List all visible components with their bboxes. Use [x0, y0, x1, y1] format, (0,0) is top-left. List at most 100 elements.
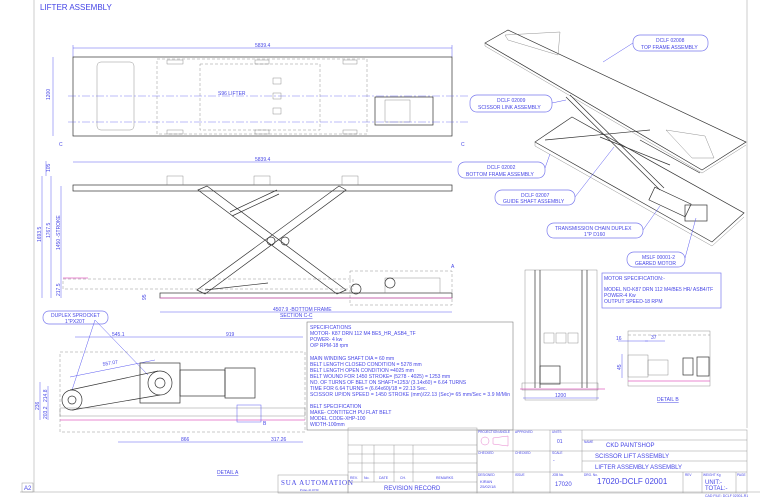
- drawing-number: 17020-DCLF 02001: [597, 477, 668, 486]
- iso-bottom-frame: [534, 116, 745, 243]
- dim-545: 545.1: [112, 332, 125, 338]
- dim-214: 214.8: [43, 389, 49, 402]
- label-text: NO. OF TURNS OF BELT ON SHAFT=1253/ (3.1…: [310, 380, 467, 386]
- label-text: WIDTH-100mm: [310, 422, 345, 428]
- label-text: DCLF 02009: [497, 98, 526, 104]
- dim-105: 105: [46, 163, 52, 172]
- detail-a-boundary: [349, 270, 453, 306]
- callout-transmission-chain: [546, 222, 644, 239]
- label-text: CH.: [400, 476, 406, 480]
- detail-b: 16 37 45 DETAIL B: [616, 330, 711, 403]
- label-text: ISSUE: [515, 473, 525, 477]
- dim-203: 203.2: [43, 406, 49, 419]
- top-frame-outline: [72, 56, 453, 137]
- label-text: BELT LENGTH CLOSED CONDITION = 5278 mm: [310, 362, 422, 368]
- label-text: CHECKED: [478, 451, 494, 455]
- label-text: BOTTOM FRAME ASSEMBLY: [466, 172, 535, 178]
- motor-top: [374, 96, 434, 126]
- label-text: GEARED MOTOR: [635, 261, 676, 267]
- callout-guide-shaft: [494, 189, 576, 206]
- drawing-title-1: SCISSOR LIFT ASSEMBLY: [595, 454, 669, 460]
- label-text: MAKE- CONTITECH PU FLAT BELT: [310, 410, 391, 416]
- top-width-dim: 1200: [46, 89, 52, 100]
- dim-919: 919: [226, 332, 235, 338]
- dim-95: 95: [142, 294, 148, 300]
- top-view: 5839.4 1200 S96 LIFTER C C: [46, 43, 470, 148]
- label-text: No.: [364, 476, 369, 480]
- label-text: TOTAL:-: [705, 486, 727, 492]
- label-text: MAIN WINDING SHAFT DIA = 60 mm: [310, 356, 394, 362]
- label-text: APPROVED: [515, 430, 533, 434]
- dim-866: 866: [181, 437, 190, 443]
- callout-scissor-link: [469, 94, 553, 113]
- detail-b-mark: B: [263, 421, 267, 427]
- side-view-section-cc: 5839.4 A 105 1693.5 1767.5 1450 -STROKE …: [37, 157, 455, 319]
- design-date: 25/02/18: [480, 484, 496, 489]
- detail-a: DUPLEX SPROCKET 1"PX20T 545.1 919 557.07…: [35, 310, 306, 476]
- label-text: REMARKS: [436, 476, 454, 480]
- label-text: UNIT:-: [705, 480, 722, 486]
- cad-file: CAD FILE: DCLF 02001-R1: [705, 494, 748, 498]
- revision-record-label: REVISION RECORD: [384, 486, 441, 492]
- detail-a-label: DETAIL A: [217, 470, 239, 476]
- designer: KIRAN: [480, 479, 492, 484]
- callout-geared-motor: [626, 251, 686, 268]
- label-text: 1"P D160: [584, 232, 605, 238]
- label-text: Pune-411039: [300, 488, 319, 492]
- callout-bottom-frame: [457, 161, 546, 179]
- label-text: MSLF 00001-2: [642, 255, 675, 261]
- side-length-dim: 5839.4: [255, 157, 271, 163]
- specifications-box: SPECIFICATIONS MOTOR- K87 DRN 112 M4 BE5…: [306, 321, 514, 431]
- detail-b-label: DETAIL B: [657, 397, 679, 403]
- units-value: 01: [557, 439, 563, 445]
- iso-top-frame: [484, 29, 747, 171]
- drawing-title: LIFTER ASSEMBLY: [40, 3, 113, 12]
- label-text: SPECIFICATIONS: [310, 325, 352, 331]
- gearbox: [139, 362, 181, 404]
- isometric-view: [484, 29, 747, 247]
- dim-45: 45: [617, 364, 623, 370]
- sheet-size-box: [21, 482, 34, 493]
- lifter-label: S96 LIFTER: [218, 91, 246, 97]
- section-label: SECTION C-C: [280, 313, 313, 319]
- motor-spec-box: MOTOR SPECIFICATION:- MODEL NO-K87 DRN 1…: [601, 272, 722, 309]
- top-frame-side: [72, 184, 453, 192]
- dim-1693: 1693.5: [37, 226, 43, 242]
- end-view: 1200: [520, 269, 605, 401]
- label-text: DRG. No.: [584, 473, 598, 477]
- label-text: NAME: [584, 440, 593, 444]
- dim-217: 217.5: [56, 283, 62, 296]
- label-text: WEIGHT Kg: [703, 473, 721, 477]
- sheet-size: A2: [24, 486, 32, 492]
- label-text: DATE: [379, 476, 389, 480]
- dim-16: 16: [616, 336, 622, 342]
- dim-37: 37: [651, 335, 657, 341]
- dim-236: 236: [35, 401, 41, 410]
- label-text: POWER- 4 kw: [310, 337, 343, 343]
- dim-317: 317.26: [271, 437, 287, 443]
- company-logo-text: SUA AUTOMATION: [281, 479, 354, 487]
- label-text: UNITS: [552, 430, 562, 434]
- label-text: JOB No.: [552, 473, 564, 477]
- label-text: TOP FRAME ASSEMBLY: [641, 45, 698, 51]
- label-text: POWER-4 Kw: [604, 293, 636, 299]
- sprocket-callout: [42, 310, 109, 325]
- motor: [179, 369, 226, 397]
- label-text: SCALE: [552, 451, 562, 455]
- bottom-frame-dim: 4507.9 -BOTTOM FRAME: [273, 307, 332, 313]
- section-mark-left: C: [59, 142, 63, 148]
- label-text: DCLF 02008: [656, 38, 685, 44]
- end-width-dim: 1200: [555, 393, 566, 399]
- label-text: DESIGNED: [478, 473, 495, 477]
- dim-1767: 1767.5: [46, 222, 52, 238]
- label-text: DUPLEX SPROCKET: [51, 313, 100, 319]
- title-block: SUA AUTOMATION Pune-411039 REV. No. DATE…: [277, 427, 748, 498]
- label-text: REV: [685, 473, 692, 477]
- label-text: CHECKED: [515, 451, 531, 455]
- drawing-title-2: LIFTER ASSEMBLY ASSEMBLY: [595, 465, 682, 471]
- label-text: TRANSMISSION CHAIN DUPLEX: [555, 226, 632, 232]
- label-text: BELT SPECIFICATION: [310, 404, 362, 410]
- label-text: PAGE: [737, 473, 746, 477]
- label-text: DCLF 02002: [487, 165, 516, 171]
